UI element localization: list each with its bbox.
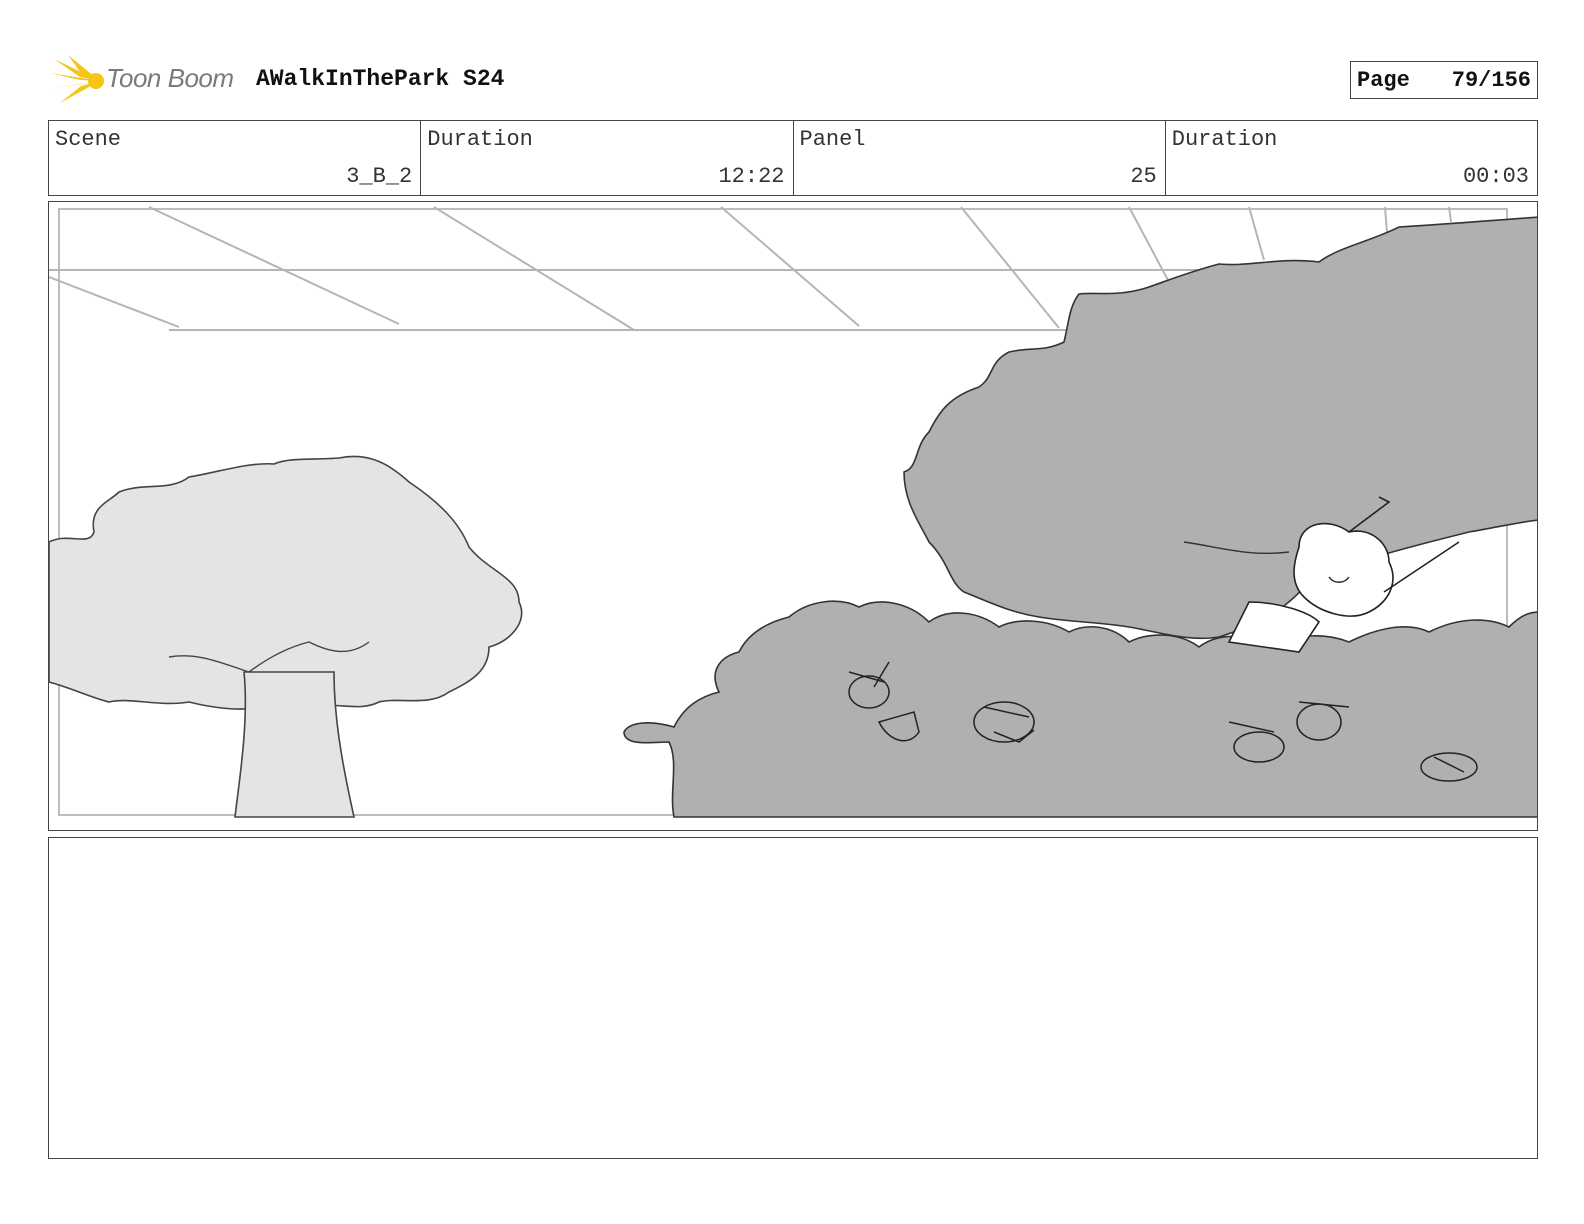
panel-label: Panel (799, 127, 866, 152)
page-number: 79/156 (1451, 67, 1531, 93)
scene-label: Scene (55, 127, 122, 152)
falling-girl (1227, 496, 1460, 653)
creature-faces (848, 661, 1478, 782)
scene-duration-label: Duration (427, 127, 533, 152)
panel-value: 25 (1130, 164, 1157, 189)
left-tree-trunk (234, 671, 355, 818)
panel-sketch (49, 206, 1537, 818)
right-tree-canopy (903, 216, 1537, 640)
storyboard-panel (48, 201, 1538, 831)
sun-burst-icon (50, 55, 104, 103)
tree-branch-lines (168, 641, 370, 673)
scene-info-table: Scene 3_B_2 Duration 12:22 Panel 25 Dura… (48, 120, 1538, 196)
panel-duration-value: 00:03 (1462, 164, 1529, 189)
creature-bushes (623, 600, 1537, 818)
panel-duration-label: Duration (1171, 127, 1278, 152)
scene-duration-value: 12:22 (718, 164, 785, 189)
toon-boom-logo: Toon Boom (50, 55, 240, 107)
panel-duration-cell: Duration 00:03 (1166, 121, 1537, 195)
project-title: AWalkInThePark S24 (256, 66, 505, 92)
panel-cell: Panel 25 (794, 121, 1166, 195)
scene-duration-cell: Duration 12:22 (421, 121, 794, 195)
left-tree-canopy (49, 455, 523, 713)
scene-value: 3_B_2 (346, 164, 413, 189)
page-label: Page (1357, 67, 1410, 93)
page-indicator: Page 79/156 (1350, 61, 1538, 99)
logo-wordmark: Toon Boom (106, 63, 234, 93)
canopy-branch-line (1183, 541, 1290, 555)
page-header: Toon Boom AWalkInThePark S24 Page 79/156 (0, 0, 1584, 120)
scene-cell: Scene 3_B_2 (49, 121, 422, 195)
panel-notes-box (48, 837, 1538, 1159)
ceiling-grid (49, 206, 1452, 331)
